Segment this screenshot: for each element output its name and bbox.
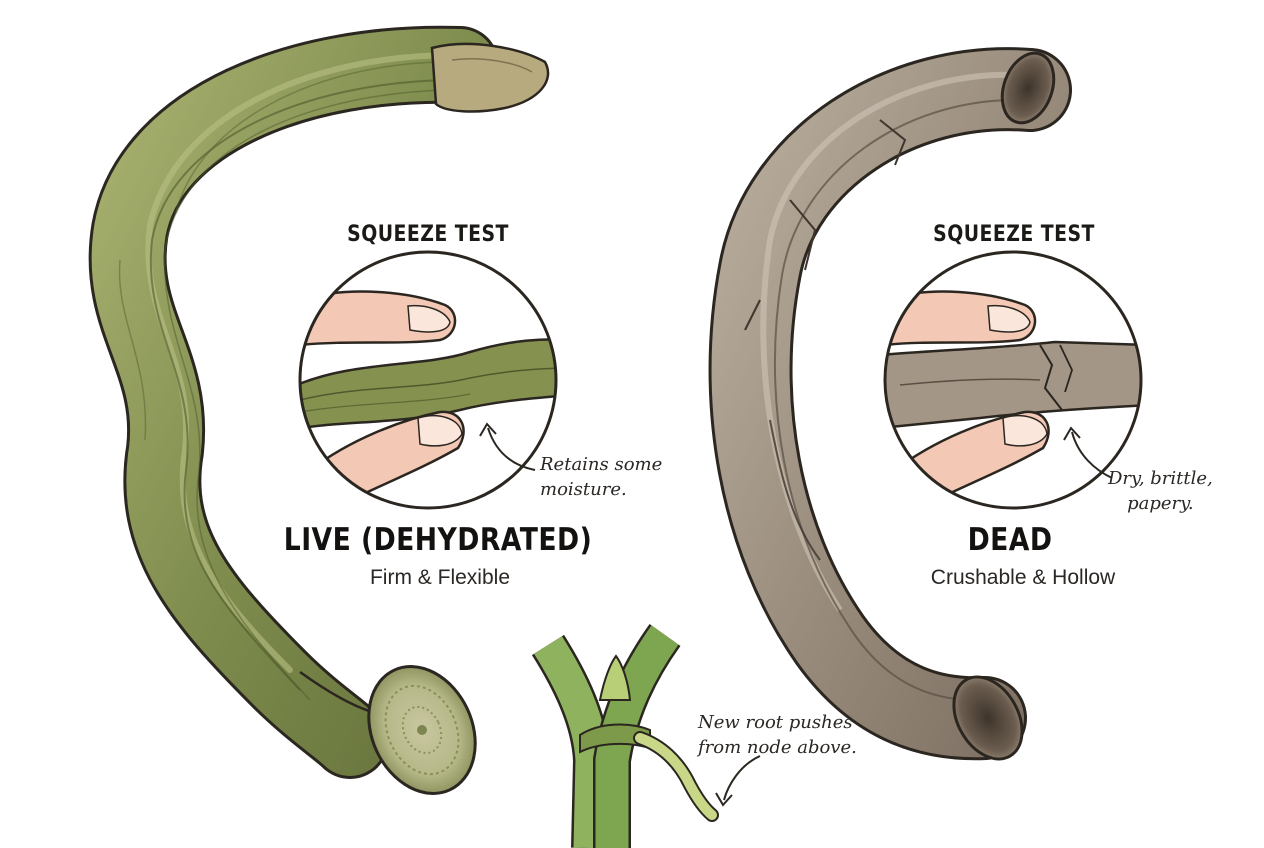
dead-stem xyxy=(708,47,1072,761)
live-subtitle: Firm & Flexible xyxy=(369,566,511,589)
live-stem xyxy=(88,25,550,795)
dead-subtitle: Crushable & Hollow xyxy=(930,566,1116,589)
node-callout: New root pushes from node above. xyxy=(698,712,857,758)
dead-squeeze-test-label: SQUEEZE TEST xyxy=(933,222,1095,247)
live-callout: Retains some moisture. xyxy=(540,454,663,500)
dead-callout: Dry, brittle, papery. xyxy=(1108,468,1213,514)
live-title: LIVE (DEHYDRATED) xyxy=(283,522,593,558)
live-squeeze-inset xyxy=(298,250,558,510)
dead-title: DEAD xyxy=(967,522,1053,558)
dead-squeeze-inset xyxy=(883,250,1143,510)
live-squeeze-test-label: SQUEEZE TEST xyxy=(347,222,509,247)
node-detail xyxy=(531,623,761,848)
